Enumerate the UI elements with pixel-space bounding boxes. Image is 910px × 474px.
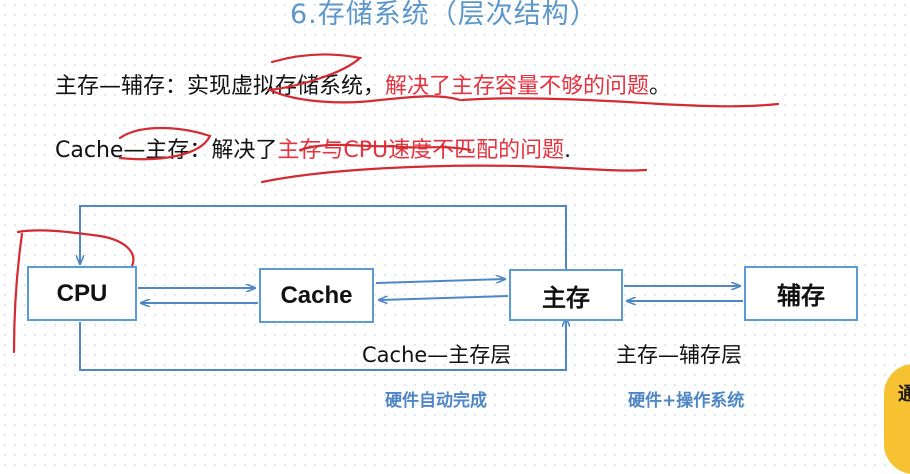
line2-highlight: 主存与CPU速度不匹配的问题 xyxy=(277,138,565,163)
scribble-hook-cpu xyxy=(16,229,135,268)
arrow-main-to-cpu-top xyxy=(80,205,567,269)
scribble-underline-capacity xyxy=(460,97,780,108)
diagram-connectors xyxy=(12,53,780,371)
arrow-cpu-to-main-bottom xyxy=(79,318,566,371)
scribble-underline-virtual xyxy=(266,53,462,104)
scribble-wave-speed xyxy=(298,143,472,152)
line1-highlight: 解决了主存容量不够的问题 xyxy=(385,74,650,99)
handwritten-annotations xyxy=(12,53,780,354)
slide-title: 6.存储系统（层次结构） xyxy=(290,0,598,30)
line1-suffix: 。 xyxy=(649,74,672,99)
cache-main-layer-label: Cache—主存层 xyxy=(362,343,512,367)
scribble-loop-cache xyxy=(118,126,212,161)
line2-suffix: . xyxy=(564,138,572,163)
cpu-box: CPU xyxy=(27,266,137,321)
scribble-bracket-left xyxy=(12,232,24,354)
main-memory-box: 主存 xyxy=(509,269,623,321)
arrow-main-to-cache xyxy=(379,295,509,300)
line1-prefix: 主存—辅存：实现虚拟存储系统， xyxy=(55,74,386,99)
auxiliary-memory-box: 辅存 xyxy=(744,266,858,321)
arrow-cache-to-main xyxy=(375,279,505,284)
scribble-underline-speed xyxy=(260,164,648,184)
hardware-os-label: 硬件+操作系统 xyxy=(628,391,745,411)
main-aux-layer-label: 主存—辅存层 xyxy=(616,343,742,367)
hardware-auto-label: 硬件自动完成 xyxy=(385,391,487,411)
corner-badge-char: 通 xyxy=(898,384,910,405)
cache-box: Cache xyxy=(259,268,374,323)
text-line-main-aux: 主存—辅存：实现虚拟存储系统，解决了主存容量不够的问题。 xyxy=(55,68,671,100)
